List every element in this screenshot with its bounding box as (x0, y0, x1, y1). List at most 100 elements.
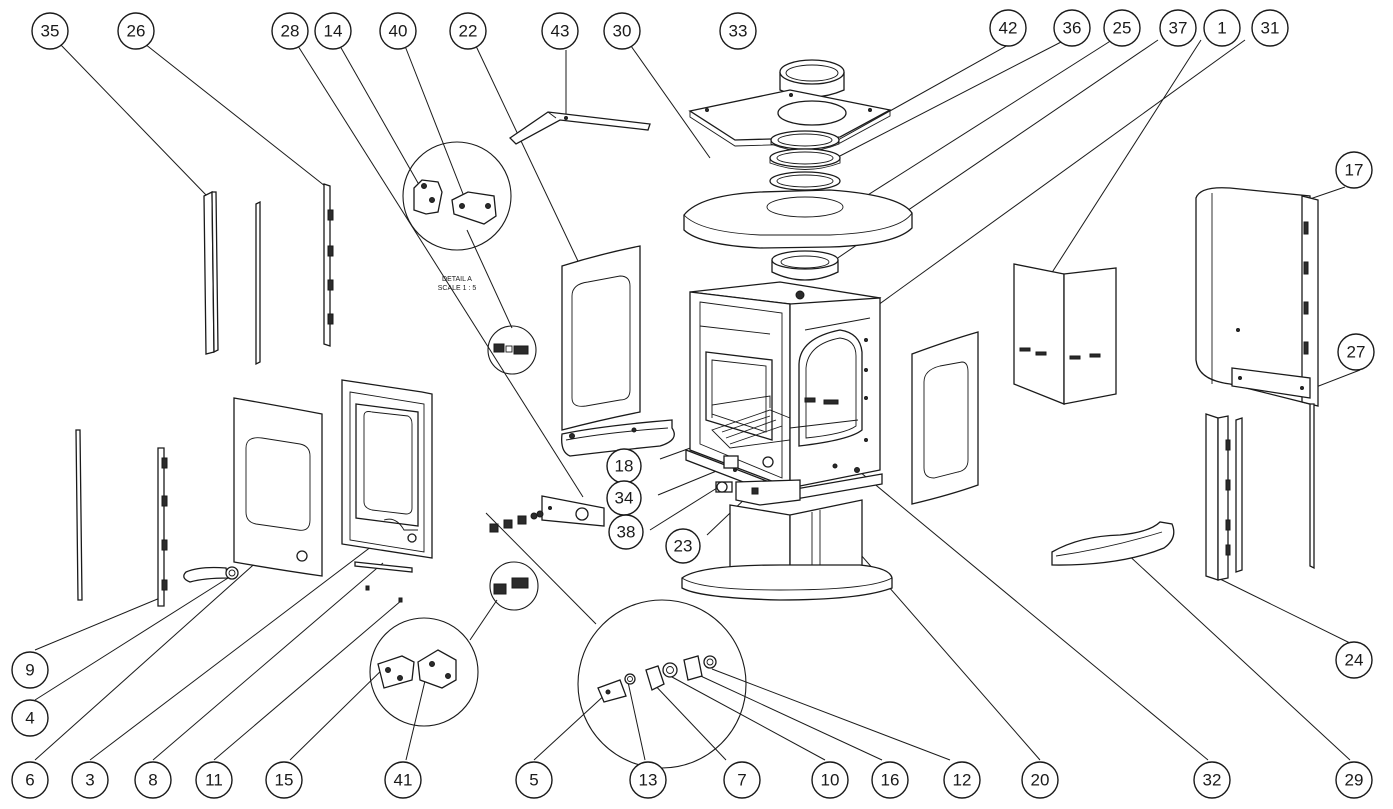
spigot-ring (771, 250, 839, 281)
svg-text:11: 11 (205, 771, 223, 790)
retaining-plate (1231, 367, 1311, 399)
callout-33: 33 (719, 12, 757, 50)
callout-28: 28 (271, 12, 309, 50)
callout-4: 4 (11, 699, 49, 737)
hinge-pieces (489, 510, 544, 533)
callout-14: 14 (314, 12, 352, 50)
svg-text:18: 18 (615, 457, 634, 476)
callout-5: 5 (515, 761, 553, 799)
callout-13: 13 (629, 761, 667, 799)
door-side-rails (75, 429, 168, 607)
svg-text:42: 42 (999, 19, 1018, 38)
svg-text:1: 1 (1217, 19, 1226, 38)
screws (365, 585, 403, 603)
svg-text:32: 32 (1203, 771, 1222, 790)
callout-26: 26 (117, 12, 155, 50)
svg-text:25: 25 (1113, 19, 1132, 38)
callout-25: 25 (1103, 9, 1141, 47)
callout-12: 12 (943, 761, 981, 799)
callout-29: 29 (1335, 761, 1373, 799)
callout-43: 43 (541, 12, 579, 50)
detail-caption-scale: SCALE 1 : 5 (438, 285, 477, 292)
svg-text:34: 34 (615, 489, 634, 508)
svg-text:13: 13 (639, 771, 658, 790)
svg-text:43: 43 (551, 22, 570, 41)
callout-36: 36 (1053, 9, 1091, 47)
svg-text:36: 36 (1063, 19, 1082, 38)
rear-side-rails (1205, 403, 1315, 581)
side-glass-left (561, 245, 641, 431)
door-glass (233, 397, 323, 577)
svg-text:40: 40 (389, 22, 408, 41)
svg-text:10: 10 (821, 771, 840, 790)
callout-22: 22 (449, 12, 487, 50)
callout-11: 11 (195, 761, 233, 799)
svg-text:41: 41 (394, 771, 413, 790)
hinge-detail (369, 617, 479, 727)
callout-17: 17 (1335, 151, 1373, 189)
callout-6: 6 (11, 761, 49, 799)
svg-text:35: 35 (41, 22, 60, 41)
svg-text:30: 30 (613, 22, 632, 41)
front-side-rails (203, 183, 334, 366)
svg-text:37: 37 (1169, 19, 1188, 38)
callout-18: 18 (606, 448, 642, 484)
svg-text:9: 9 (25, 661, 34, 680)
svg-text:15: 15 (275, 771, 294, 790)
door-frame (341, 379, 433, 559)
svg-text:4: 4 (25, 709, 34, 728)
svg-text:12: 12 (953, 771, 972, 790)
svg-text:17: 17 (1345, 161, 1364, 180)
leader-lines (34, 39, 1361, 761)
stove-body (685, 281, 883, 506)
svg-text:31: 31 (1261, 19, 1280, 38)
top-handle (508, 111, 651, 145)
svg-text:8: 8 (148, 771, 157, 790)
svg-text:6: 6 (25, 771, 34, 790)
side-glass-right (911, 331, 979, 505)
callout-15: 15 (265, 761, 303, 799)
callout-37: 37 (1159, 9, 1197, 47)
callout-27: 27 (1337, 333, 1375, 371)
svg-text:16: 16 (881, 771, 900, 790)
top-hood (683, 189, 913, 249)
svg-text:33: 33 (729, 22, 748, 41)
back-heat-shield (1195, 187, 1319, 407)
callout-31: 31 (1251, 9, 1289, 47)
door-handle (183, 566, 239, 583)
callout-16: 16 (871, 761, 909, 799)
callout-8: 8 (134, 761, 172, 799)
gasket-rings (769, 130, 841, 191)
callout-10: 10 (811, 761, 849, 799)
callout-23: 23 (665, 528, 701, 564)
callout-32: 32 (1193, 761, 1231, 799)
callout-20: 20 (1021, 761, 1059, 799)
baffle-board (1013, 263, 1117, 405)
svg-text:27: 27 (1347, 343, 1366, 362)
svg-text:3: 3 (85, 771, 94, 790)
svg-text:28: 28 (281, 22, 300, 41)
callout-24: 24 (1335, 641, 1373, 679)
callout-40: 40 (379, 12, 417, 50)
svg-text:7: 7 (737, 771, 746, 790)
detail-b-reference (489, 561, 539, 611)
detail-caption-title: DETAIL A (442, 276, 472, 283)
latch-detail (577, 599, 747, 769)
callout-9: 9 (11, 651, 49, 689)
callout-bubbles: 35 26 28 14 40 22 43 30 33 42 36 25 37 1… (11, 9, 1375, 799)
callout-41: 41 (384, 761, 422, 799)
top-plate (688, 89, 892, 147)
svg-text:23: 23 (674, 537, 693, 556)
svg-text:26: 26 (127, 22, 146, 41)
callout-30: 30 (603, 12, 641, 50)
air-wash-strip (354, 561, 413, 573)
door-latch (541, 495, 605, 527)
ash-lip (561, 419, 675, 457)
svg-text:29: 29 (1345, 771, 1364, 790)
svg-text:20: 20 (1031, 771, 1050, 790)
pedestal (681, 499, 893, 601)
callout-1: 1 (1203, 9, 1241, 47)
callout-34: 34 (606, 480, 642, 516)
svg-text:5: 5 (529, 771, 538, 790)
